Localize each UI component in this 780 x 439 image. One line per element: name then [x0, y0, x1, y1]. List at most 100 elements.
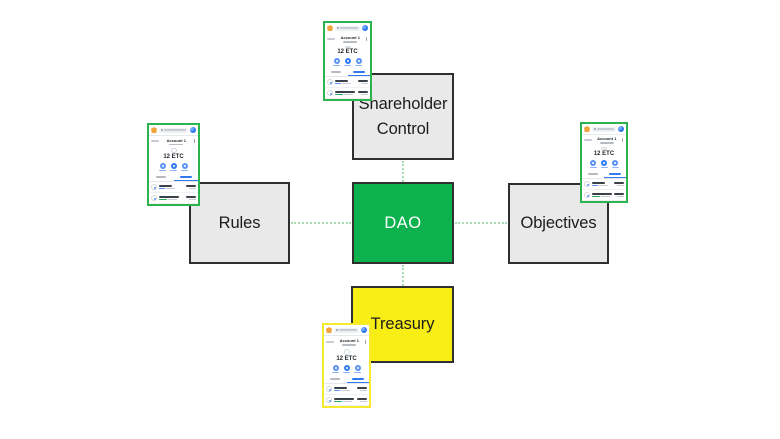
network-name-placeholder [340, 27, 358, 29]
send-button-icon [170, 162, 177, 169]
wallet-header [325, 23, 370, 33]
amount-sub-bar [360, 389, 367, 392]
transaction-amount-placeholder [186, 195, 196, 201]
transaction-details-placeholder [592, 181, 612, 187]
transaction-subtext-placeholder [335, 82, 356, 85]
tab-label-placeholder [609, 173, 621, 175]
token-logo-icon [170, 148, 177, 153]
buy-button-icon [332, 364, 339, 371]
wallet-action-buttons [149, 162, 198, 171]
transaction-row [325, 77, 370, 88]
account-row: Account 1 [582, 134, 626, 146]
transaction-subtext-placeholder [334, 400, 355, 403]
tab-tokens [324, 376, 347, 383]
buy-button-label-placeholder [332, 371, 339, 373]
buy-button-label-placeholder [159, 169, 166, 171]
subtext-bar [342, 82, 351, 85]
node-label: DAO [384, 213, 422, 232]
node-label: Treasury [370, 315, 435, 334]
tab-label-placeholder [330, 378, 341, 380]
divider [149, 135, 198, 136]
wallet-header [582, 124, 626, 134]
confirmed-status-bar [159, 198, 167, 201]
account-info: Account 1 [161, 138, 192, 146]
account-info: Account 1 [594, 136, 620, 144]
transaction-title-placeholder [335, 79, 348, 82]
send-action [343, 364, 350, 373]
transaction-row [582, 179, 626, 190]
connector-dao-rules [291, 222, 351, 224]
transaction-icon [326, 386, 332, 392]
wallet-screenshot-rules: Account 1 12 ETC [147, 123, 200, 206]
transaction-icon [151, 184, 157, 190]
buy-button-label-placeholder [589, 166, 597, 168]
tab-label-placeholder [331, 71, 342, 73]
amount-sub-bar [189, 187, 196, 190]
swap-button-label-placeholder [181, 169, 188, 171]
swap-button-label-placeholder [355, 64, 362, 66]
tab-activity [173, 174, 198, 181]
buy-action [589, 159, 597, 168]
subtext-bar [334, 389, 340, 392]
amount-sub-bar [189, 198, 196, 201]
amount-sub-bar [617, 195, 624, 198]
swap-button-icon [355, 57, 362, 64]
token-logo-icon [601, 146, 607, 150]
metamask-fox-icon [327, 25, 333, 31]
transaction-subtext-placeholder [334, 389, 355, 392]
wallet-action-buttons [582, 159, 626, 168]
transaction-details-placeholder [334, 386, 355, 392]
confirmed-status-bar [592, 195, 600, 198]
subtext-bar [599, 184, 608, 187]
confirmed-status-bar [334, 400, 342, 403]
buy-action [332, 364, 339, 373]
buy-button-icon [333, 57, 340, 64]
account-side-placeholder [151, 140, 159, 143]
send-button-icon [343, 364, 350, 371]
subtext-bar [343, 400, 352, 403]
transaction-subtext-placeholder [592, 184, 612, 187]
wallet-action-buttons [324, 364, 369, 373]
wallet-screenshot-shareholder: Account 1 12 ETC [323, 21, 372, 101]
account-name-label: Account 1 [339, 338, 359, 343]
amount-bar [357, 397, 367, 400]
metamask-fox-icon [326, 327, 332, 333]
metamask-fox-icon [584, 126, 590, 132]
amount-bar [614, 181, 624, 184]
send-button-icon [601, 159, 607, 166]
token-logo-icon [344, 45, 351, 48]
transaction-amount-placeholder [357, 397, 367, 403]
wallet-tabs [149, 174, 198, 182]
kebab-menu-icon [193, 139, 195, 144]
transaction-subtext-placeholder [592, 195, 612, 198]
wallet-screenshot-objectives: Account 1 12 ETC [580, 122, 628, 203]
subtext-bar [159, 187, 165, 190]
transaction-amount-placeholder [614, 192, 624, 198]
wallet-header [324, 325, 369, 335]
account-row: Account 1 [149, 136, 198, 148]
account-avatar [361, 327, 367, 333]
subtext-bar [344, 93, 353, 96]
transaction-title-placeholder [592, 181, 605, 184]
transaction-details-placeholder [159, 195, 184, 201]
transaction-details-placeholder [159, 184, 184, 190]
node-rules: Rules [189, 182, 290, 264]
account-address-placeholder [343, 41, 358, 43]
wallet-balance: 12 ETC [593, 150, 615, 157]
buy-action [333, 57, 340, 66]
transaction-row [324, 395, 369, 406]
account-row: Account 1 [324, 336, 369, 348]
network-name-placeholder [164, 129, 186, 131]
transaction-details-placeholder [334, 397, 355, 403]
transaction-details-placeholder [592, 192, 612, 198]
send-button-icon [344, 57, 351, 64]
wallet-action-buttons [325, 57, 370, 66]
tab-label-placeholder [351, 378, 364, 380]
wallet-screenshot: Account 1 12 ETC [325, 23, 370, 99]
connector-dao-treasury [402, 265, 404, 286]
amount-bar [358, 90, 368, 93]
transaction-details-placeholder [335, 79, 356, 85]
wallet-tabs [324, 376, 369, 384]
transaction-amount-placeholder [358, 90, 368, 96]
